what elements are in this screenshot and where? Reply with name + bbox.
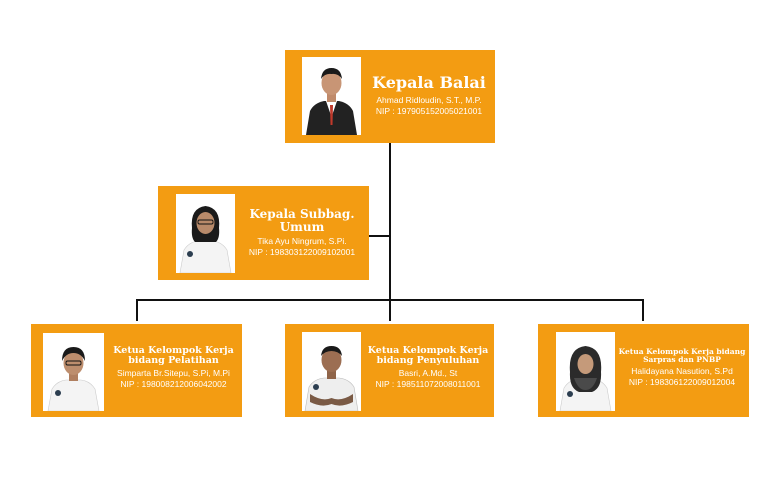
group-nip-pelatihan: NIP : 198008212006042002 bbox=[120, 378, 227, 389]
group-card-pelatihan: Ketua Kelompok Kerja bidang Pelatihan Si… bbox=[31, 324, 242, 417]
head-photo bbox=[302, 57, 361, 135]
head-nip: NIP : 197905152005021001 bbox=[375, 105, 483, 116]
group-card-sarpras: Ketua Kelompok Kerja bidang Sarpras dan … bbox=[538, 324, 749, 417]
group-title-sarpras: Ketua Kelompok Kerja bidang Sarpras dan … bbox=[618, 347, 746, 364]
group-title-penyuluhan: Ketua Kelompok Kerja bidang Penyuluhan bbox=[367, 345, 489, 366]
group-card-penyuluhan: Ketua Kelompok Kerja bidang Penyuluhan B… bbox=[285, 324, 494, 417]
head-title: Kepala Balai bbox=[372, 73, 486, 92]
group-photo-penyuluhan bbox=[302, 332, 361, 411]
group-photo-pelatihan bbox=[43, 333, 104, 411]
person-portrait-icon bbox=[47, 347, 100, 411]
person-portrait-icon bbox=[306, 68, 357, 135]
connector-drop-left bbox=[136, 299, 138, 321]
subbag-nip: NIP : 198303122009102001 bbox=[248, 247, 356, 258]
head-card: Kepala Balai Ahmad Ridloudin, S.T., M.P.… bbox=[285, 50, 495, 143]
person-portrait-icon bbox=[179, 206, 232, 273]
group-name-penyuluhan: Basri, A.Md., St bbox=[398, 367, 458, 378]
group-name-sarpras: Halidayana Nasution, S.Pd bbox=[631, 365, 733, 376]
group-nip-sarpras: NIP : 198306122009012004 bbox=[628, 376, 736, 387]
person-portrait-icon bbox=[304, 346, 359, 411]
connector-subbag-branch bbox=[369, 235, 390, 237]
subbag-name: Tika Ayu Ningrum, S.Pi. bbox=[257, 236, 347, 247]
connector-drop-right bbox=[642, 299, 644, 321]
person-portrait-icon bbox=[559, 346, 612, 411]
group-name-pelatihan: Simparta Br.Sitepu, S.Pi, M.Pi bbox=[117, 367, 230, 378]
subbag-title: Kepala Subbag. Umum bbox=[249, 207, 355, 234]
group-nip-penyuluhan: NIP : 198511072008011001 bbox=[375, 378, 481, 389]
connector-horizontal-bar bbox=[136, 299, 644, 301]
group-title-pelatihan: Ketua Kelompok Kerja bidang Pelatihan bbox=[113, 345, 234, 366]
subbag-card: Kepala Subbag. Umum Tika Ayu Ningrum, S.… bbox=[158, 186, 369, 280]
subbag-photo bbox=[176, 194, 235, 273]
group-photo-sarpras bbox=[556, 332, 615, 411]
connector-head-trunk bbox=[389, 143, 391, 321]
head-name: Ahmad Ridloudin, S.T., M.P. bbox=[376, 94, 482, 105]
